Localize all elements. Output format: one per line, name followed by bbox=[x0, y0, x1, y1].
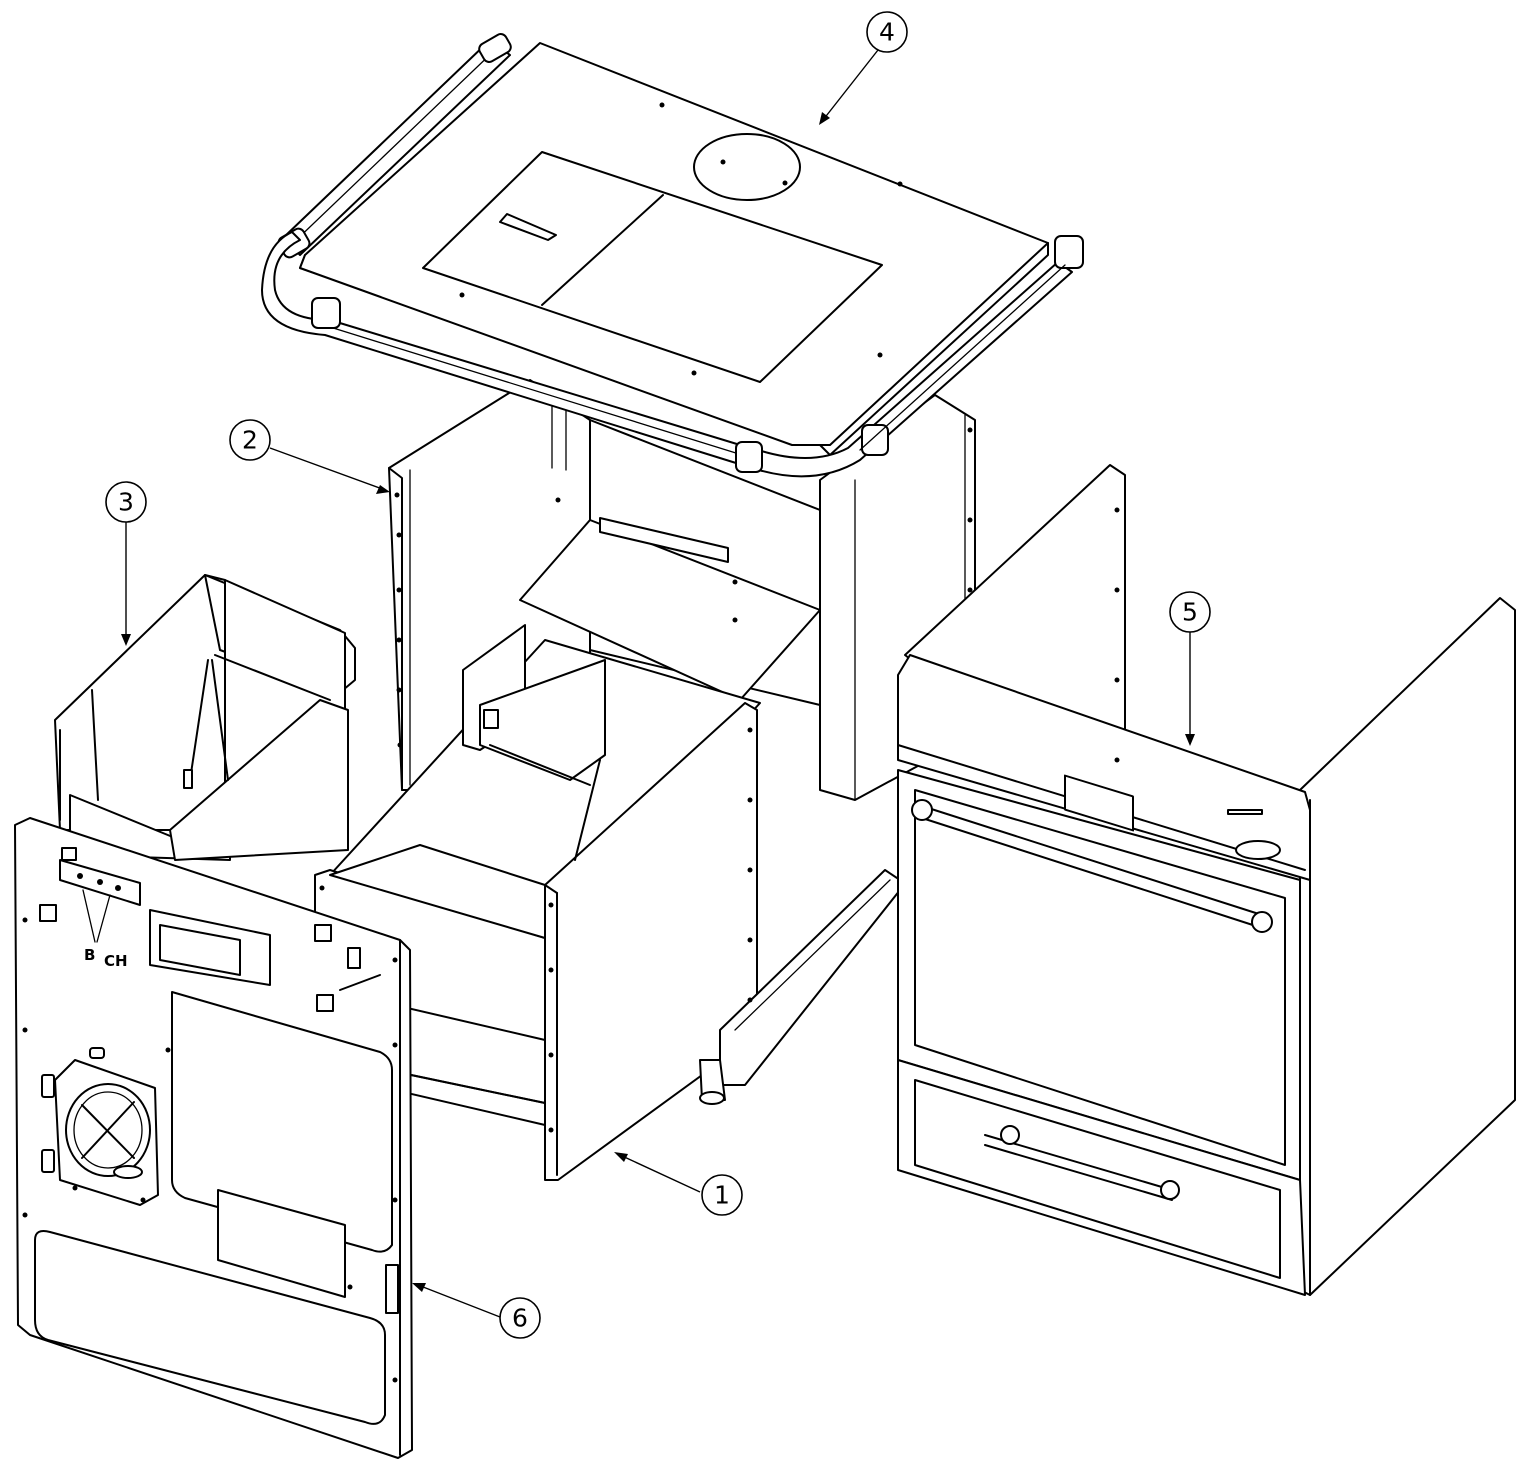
callout-4-label: 4 bbox=[879, 18, 895, 47]
callout-3-label: 3 bbox=[118, 488, 134, 517]
callout-4: 4 bbox=[866, 11, 908, 53]
part-3-fuel-box bbox=[54, 574, 356, 861]
panel-marking-right: CH bbox=[104, 952, 128, 970]
leader-lines bbox=[121, 49, 1195, 1318]
callout-3: 3 bbox=[105, 481, 147, 523]
callout-1-label: 1 bbox=[714, 1181, 730, 1210]
callout-5-label: 5 bbox=[1182, 598, 1198, 627]
callout-2: 2 bbox=[229, 419, 271, 461]
callout-5: 5 bbox=[1169, 591, 1211, 633]
part-2-rear-frame bbox=[388, 379, 976, 801]
part-4-top-plate bbox=[261, 33, 1084, 478]
callout-6: 6 bbox=[499, 1297, 541, 1339]
callout-2-label: 2 bbox=[242, 426, 258, 455]
callout-6-label: 6 bbox=[512, 1304, 528, 1333]
part-5-side-and-doors bbox=[897, 464, 1516, 1296]
panel-marking-left: B bbox=[84, 946, 95, 964]
callout-1: 1 bbox=[701, 1174, 743, 1216]
part-6-front-panel: B CH bbox=[14, 817, 413, 1459]
part-1-firebox bbox=[314, 624, 901, 1181]
